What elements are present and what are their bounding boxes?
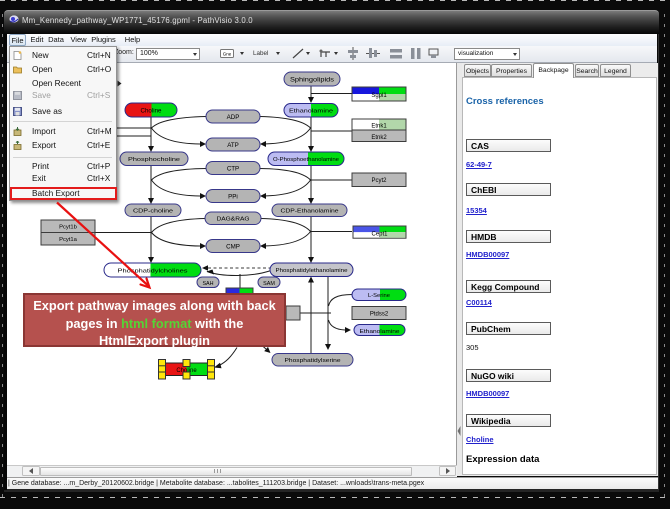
svg-text:Phosphatidylethanolamine: Phosphatidylethanolamine (276, 268, 348, 274)
svg-text:Etnk2: Etnk2 (371, 135, 387, 141)
svg-text:DAG&RAG: DAG&RAG (217, 217, 250, 223)
svg-text:Phosphatidylserine: Phosphatidylserine (285, 358, 341, 364)
svg-text:SAM: SAM (263, 281, 275, 287)
svg-text:Sphingolipids: Sphingolipids (290, 77, 334, 83)
svg-text:Etnk1: Etnk1 (371, 123, 387, 129)
svg-text:Pcyt1a: Pcyt1a (59, 237, 77, 243)
svg-text:Pcyt1b: Pcyt1b (59, 225, 77, 231)
svg-text:Cept1: Cept1 (371, 231, 388, 237)
svg-text:Ptdss2: Ptdss2 (370, 311, 389, 317)
svg-text:Ethanolamine: Ethanolamine (289, 109, 333, 115)
svg-text:L-Serine: L-Serine (368, 293, 390, 299)
svg-text:ADP: ADP (227, 114, 240, 121)
svg-text:Choline: Choline (176, 368, 197, 374)
svg-text:ATP: ATP (227, 142, 239, 149)
svg-text:O-Phosphoethanolamine: O-Phosphoethanolamine (273, 157, 339, 163)
svg-text:CDP-Ethanolamine: CDP-Ethanolamine (281, 209, 339, 215)
svg-text:Ethanolamine: Ethanolamine (360, 329, 400, 335)
svg-text:CTP: CTP (227, 165, 239, 172)
svg-text:Phosphatidylcholines: Phosphatidylcholines (118, 268, 188, 274)
svg-text:PPi: PPi (228, 193, 238, 200)
svg-text:Choline: Choline (141, 107, 163, 114)
svg-text:SAH: SAH (202, 281, 213, 287)
svg-text:CDP-choline: CDP-choline (133, 209, 173, 215)
svg-text:Pcyt2: Pcyt2 (371, 178, 387, 184)
svg-text:Gne: Gne (223, 52, 232, 57)
svg-text:Phosphocholine: Phosphocholine (128, 157, 180, 163)
svg-text:CMP: CMP (226, 243, 240, 250)
svg-text:Sgpl1: Sgpl1 (371, 93, 387, 99)
